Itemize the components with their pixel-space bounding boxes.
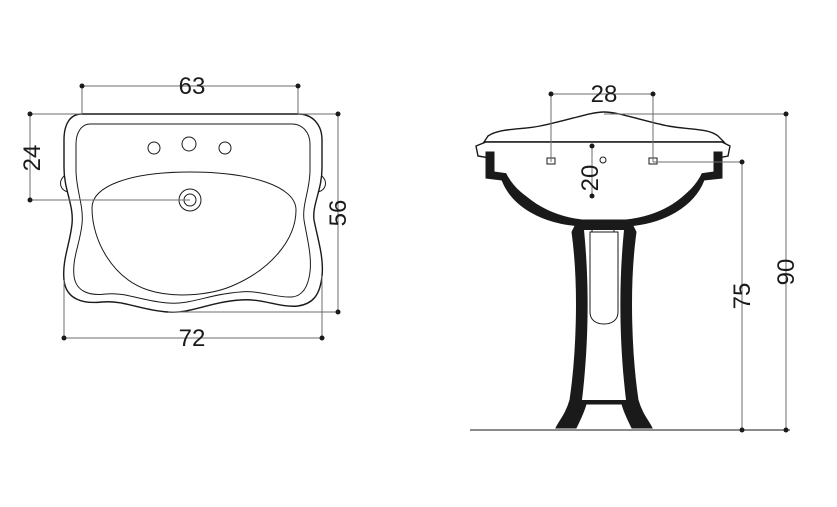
basin-outer-contour (62, 113, 324, 313)
faucet-hole-right (218, 141, 232, 155)
dim-label-20: 20 (577, 165, 604, 192)
faucet-hole-left (147, 141, 161, 155)
basin-inner-rim (73, 123, 311, 304)
pedestal-recess (589, 231, 619, 325)
pedestal-top-slot (591, 219, 615, 233)
dim-label-72: 72 (179, 325, 206, 352)
dim-label-56: 56 (325, 200, 352, 227)
left-rim-lip (60, 175, 69, 193)
right-rim-lip (317, 175, 326, 193)
top-view (60, 113, 326, 313)
side-overflow-hole (599, 156, 607, 164)
basin-rim-top (482, 111, 726, 143)
dim-label-63: 63 (179, 73, 206, 100)
bowl-contour (91, 171, 297, 296)
pedestal-inner (582, 230, 626, 400)
basin-bowl (485, 151, 723, 227)
side-view-dimensions: 28 20 75 90 (548, 81, 800, 433)
basin-bowl-inner (504, 152, 704, 214)
side-view (470, 111, 790, 431)
dim-label-75: 75 (729, 283, 756, 310)
top-view-dimensions: 63 24 72 56 (19, 73, 352, 352)
dim-label-28: 28 (591, 81, 618, 108)
dim-label-24: 24 (19, 145, 46, 172)
faucet-hole-center (181, 136, 197, 152)
dim-label-90: 90 (773, 259, 800, 286)
